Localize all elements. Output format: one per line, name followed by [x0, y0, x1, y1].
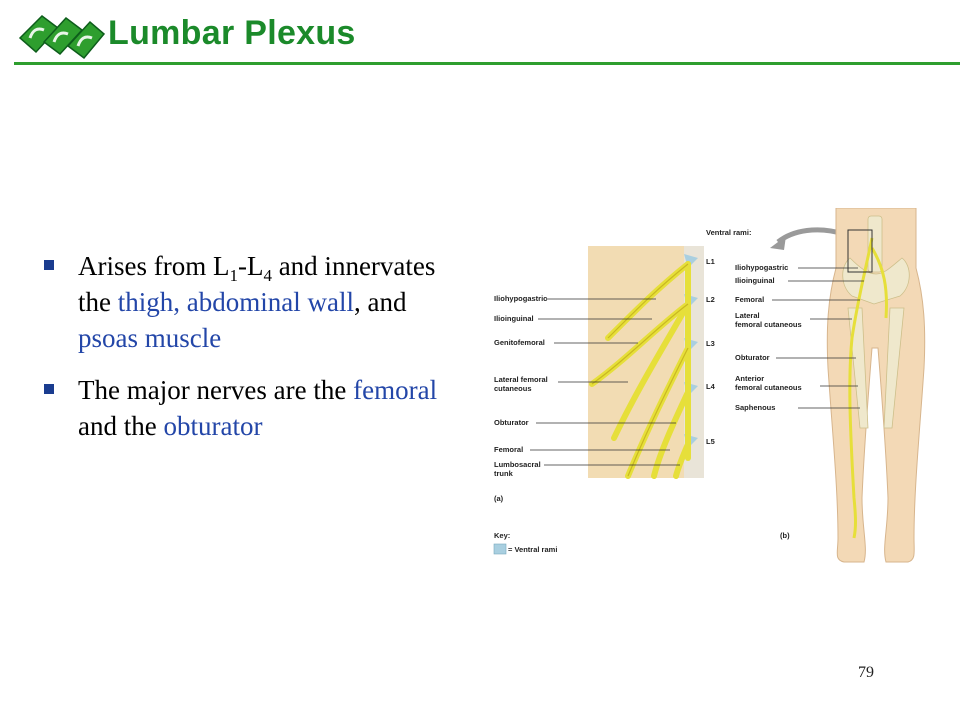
svg-text:Lumbosacral: Lumbosacral — [494, 460, 541, 469]
panel-a-leader-lines — [530, 298, 680, 466]
highlight-psoas: psoas muscle — [78, 323, 222, 353]
lumbar-plexus-figure: Ventral rami: L1 L2 L3 L4 L5 Iliohypogas… — [493, 208, 926, 563]
bullet-marker — [44, 260, 54, 270]
spinal-level-labels: L1 L2 L3 L4 L5 — [706, 257, 716, 446]
svg-text:L2: L2 — [706, 295, 715, 304]
svg-text:Iliohypogastric: Iliohypogastric — [494, 294, 547, 303]
page-number: 79 — [858, 664, 874, 681]
svg-text:Femoral: Femoral — [735, 295, 764, 304]
svg-text:Obturator: Obturator — [735, 353, 770, 362]
highlight-femoral: femoral — [353, 375, 438, 405]
svg-text:L4: L4 — [706, 382, 716, 391]
panel-a-nerve-labels: Iliohypogastric Ilioinguinal Genitofemor… — [494, 294, 548, 478]
title-rule — [14, 62, 960, 65]
ventral-rami-label: Ventral rami: — [706, 228, 751, 237]
panel-b-label: (b) — [780, 531, 790, 540]
svg-text:Iliohypogastric: Iliohypogastric — [735, 263, 788, 272]
highlight-abdominal-wall: abdominal wall — [186, 287, 354, 317]
key-swatch — [493, 543, 507, 555]
detail-box — [847, 229, 873, 273]
svg-text:femoral cutaneous: femoral cutaneous — [735, 320, 802, 329]
svg-text:Lateral: Lateral — [735, 311, 760, 320]
svg-text:Anterior: Anterior — [735, 374, 764, 383]
bullet-origin: Arises from L1-L4 and innervates the thi… — [44, 248, 464, 356]
svg-text:Genitofemoral: Genitofemoral — [494, 338, 545, 347]
highlight-obturator: obturator — [163, 411, 263, 441]
panel-b-leader-lines — [772, 267, 864, 409]
panel-a-label: (a) — [494, 494, 504, 503]
svg-text:Lateral femoral: Lateral femoral — [494, 375, 548, 384]
svg-text:L1: L1 — [706, 257, 715, 266]
bullet-major-nerves: The major nerves are the femoral and the… — [44, 372, 464, 444]
svg-text:L5: L5 — [706, 437, 715, 446]
slide-title: Lumbar Plexus — [108, 14, 356, 52]
svg-text:femoral cutaneous: femoral cutaneous — [735, 383, 802, 392]
bullet-list: Arises from L1-L4 and innervates the thi… — [44, 248, 464, 460]
key-label: = Ventral rami — [508, 545, 557, 554]
svg-text:Saphenous: Saphenous — [735, 403, 775, 412]
svg-text:trunk: trunk — [494, 469, 514, 478]
svg-text:Femoral: Femoral — [494, 445, 523, 454]
svg-text:Ilioinguinal: Ilioinguinal — [735, 276, 775, 285]
svg-text:cutaneous: cutaneous — [494, 384, 532, 393]
svg-text:L3: L3 — [706, 339, 715, 348]
ecc-logo — [18, 15, 106, 60]
detail-arrow — [776, 227, 845, 245]
leg-nerves — [848, 237, 888, 539]
svg-text:Obturator: Obturator — [494, 418, 529, 427]
highlight-thigh: thigh, — [117, 287, 181, 317]
svg-text:Ilioinguinal: Ilioinguinal — [494, 314, 534, 323]
bullet-marker — [44, 384, 54, 394]
key-title: Key: — [494, 531, 510, 540]
panel-b-nerve-labels: Iliohypogastric Ilioinguinal Femoral Lat… — [735, 263, 802, 412]
